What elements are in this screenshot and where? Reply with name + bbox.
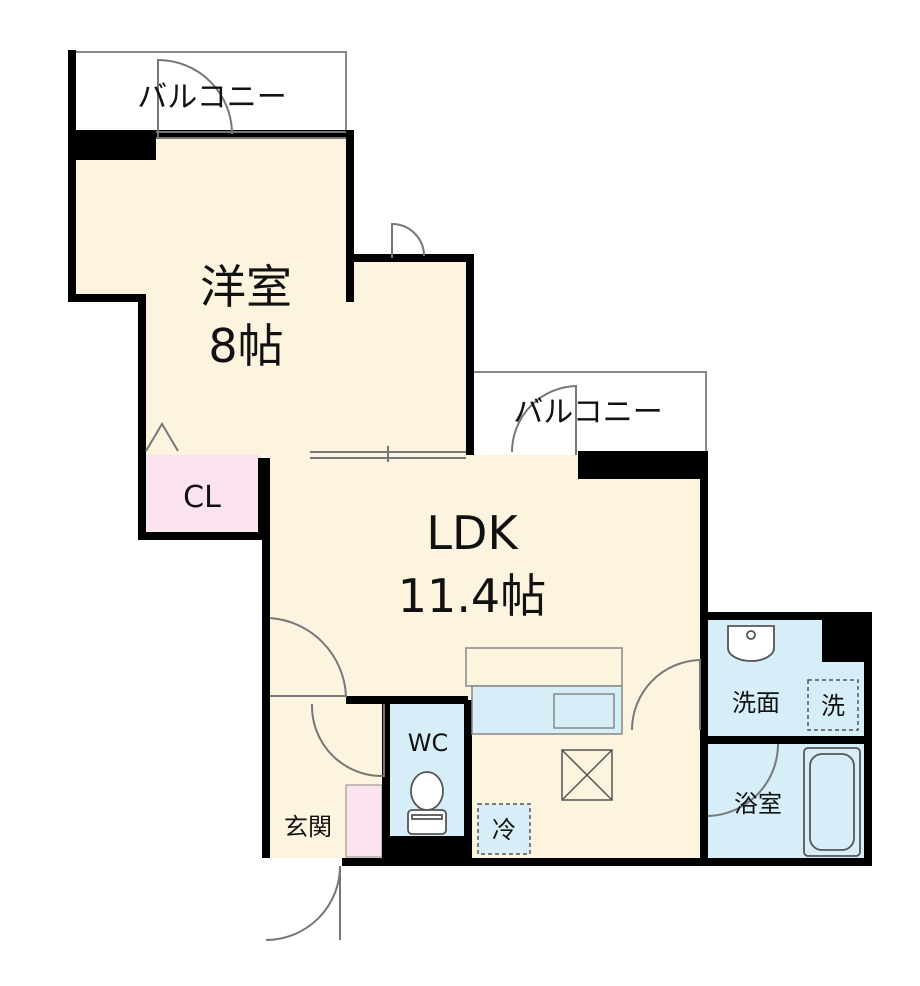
toilet-icon xyxy=(407,771,447,835)
wet-area-walls xyxy=(700,612,872,866)
bathroom-area xyxy=(708,742,864,860)
fridge-space xyxy=(477,803,531,855)
ldk-name: LDK xyxy=(426,506,519,560)
column-top-left xyxy=(68,132,156,160)
top-balcony-door xyxy=(157,58,233,138)
ldk-entry-door xyxy=(269,617,348,697)
washer-space xyxy=(807,679,859,731)
top-balcony-outline xyxy=(72,51,347,138)
bathroom-label: 浴室 xyxy=(734,790,782,818)
washroom-label: 洗面 xyxy=(732,689,780,717)
fridge-label: 冷 xyxy=(492,816,516,844)
western-room-size: 8帖 xyxy=(208,319,283,373)
western-top-wall xyxy=(72,130,354,302)
closet-label: CL xyxy=(183,480,221,515)
wc-label: WC xyxy=(408,729,449,757)
wash-basin xyxy=(727,625,775,662)
entrance-door xyxy=(265,865,341,941)
kitchen xyxy=(465,647,623,855)
kitchen-sink xyxy=(553,693,615,729)
hall-door xyxy=(310,703,385,778)
kitchen-upper-counter xyxy=(465,647,623,687)
bathtub xyxy=(803,747,861,857)
closet-area xyxy=(142,455,262,533)
doors xyxy=(157,58,779,941)
labels: バルコニー 洋室 8帖 バルコニー CL LDK 11.4帖 WC 玄関 冷 洗… xyxy=(137,80,845,844)
ldk-size: 11.4帖 xyxy=(398,569,546,623)
middle-balcony-label: バルコニー xyxy=(513,395,662,430)
washroom-door xyxy=(631,658,701,731)
ventilation-fan xyxy=(561,749,613,801)
kitchen-counter xyxy=(471,685,623,735)
entrance-label: 玄関 xyxy=(284,813,332,841)
washer-label: 洗 xyxy=(821,692,845,720)
window-lines xyxy=(156,131,466,462)
column-wc-bottom xyxy=(384,836,472,864)
shoe-cabinet xyxy=(345,784,383,858)
column-wet xyxy=(822,614,870,662)
entrance-door-gap xyxy=(262,858,342,866)
western-small-door xyxy=(391,222,425,258)
column-balcony-right xyxy=(578,451,708,479)
bathroom-door xyxy=(707,743,779,817)
closet-triangle-icon xyxy=(145,422,179,452)
western-room-area xyxy=(72,138,466,455)
middle-balcony-door xyxy=(511,384,577,455)
western-right-wall xyxy=(350,254,474,455)
top-balcony-label: バルコニー xyxy=(137,80,286,115)
western-room-name: 洋室 xyxy=(200,260,292,314)
column-top-edge xyxy=(68,50,76,140)
